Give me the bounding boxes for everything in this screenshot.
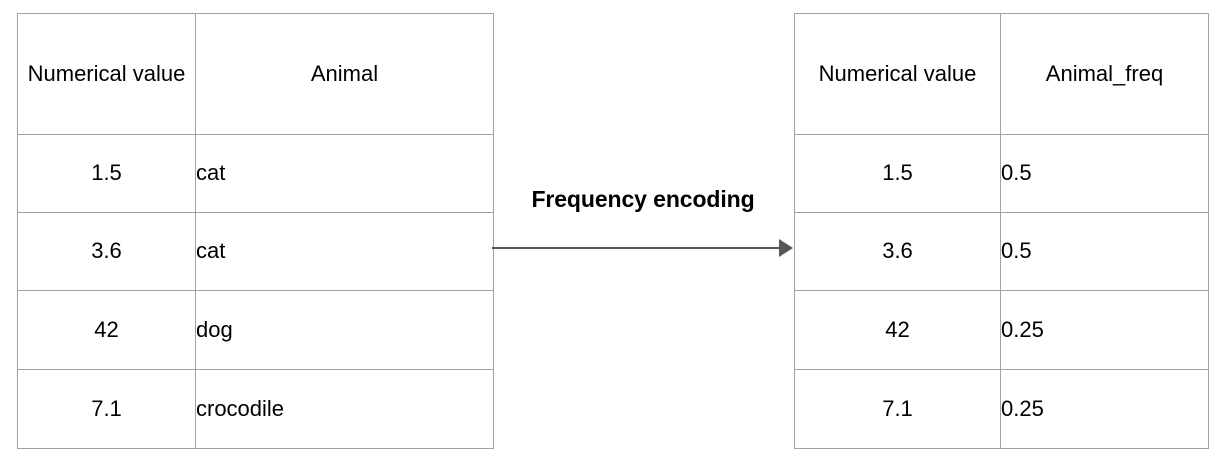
cell-numerical-value: 42: [17, 290, 196, 370]
column-header-numerical-value: Numerical value: [17, 13, 196, 135]
cell-animal: cat: [195, 134, 494, 213]
table-header-row: Numerical value Animal_freq: [794, 13, 1209, 135]
input-table: Numerical value Animal 1.5 cat 3.6 cat 4…: [17, 13, 494, 449]
table-row: 3.6 0.5: [794, 212, 1209, 291]
cell-animal-freq: 0.25: [1000, 369, 1209, 449]
arrow-right-icon: [492, 239, 793, 257]
cell-animal-freq: 0.25: [1000, 290, 1209, 370]
cell-animal: dog: [195, 290, 494, 370]
table-row: 3.6 cat: [17, 212, 494, 291]
cell-numerical-value: 1.5: [794, 134, 1001, 213]
cell-numerical-value: 42: [794, 290, 1001, 370]
cell-numerical-value: 1.5: [17, 134, 196, 213]
cell-numerical-value: 3.6: [17, 212, 196, 291]
table-row: 1.5 0.5: [794, 134, 1209, 213]
cell-numerical-value: 7.1: [794, 369, 1001, 449]
table-row: 7.1 0.25: [794, 369, 1209, 449]
table-row: 7.1 crocodile: [17, 369, 494, 449]
transform-label: Frequency encoding: [531, 186, 755, 212]
cell-animal-freq: 0.5: [1000, 134, 1209, 213]
cell-animal: crocodile: [195, 369, 494, 449]
table-row: 42 dog: [17, 290, 494, 370]
column-header-animal-freq: Animal_freq: [1000, 13, 1209, 135]
table-row: 42 0.25: [794, 290, 1209, 370]
cell-numerical-value: 3.6: [794, 212, 1001, 291]
column-header-animal: Animal: [195, 13, 494, 135]
cell-numerical-value: 7.1: [17, 369, 196, 449]
cell-animal-freq: 0.5: [1000, 212, 1209, 291]
table-row: 1.5 cat: [17, 134, 494, 213]
output-table: Numerical value Animal_freq 1.5 0.5 3.6 …: [794, 13, 1209, 449]
cell-animal: cat: [195, 212, 494, 291]
table-header-row: Numerical value Animal: [17, 13, 494, 135]
column-header-numerical-value: Numerical value: [794, 13, 1001, 135]
transform-arrow-group: Frequency encoding: [492, 186, 794, 264]
